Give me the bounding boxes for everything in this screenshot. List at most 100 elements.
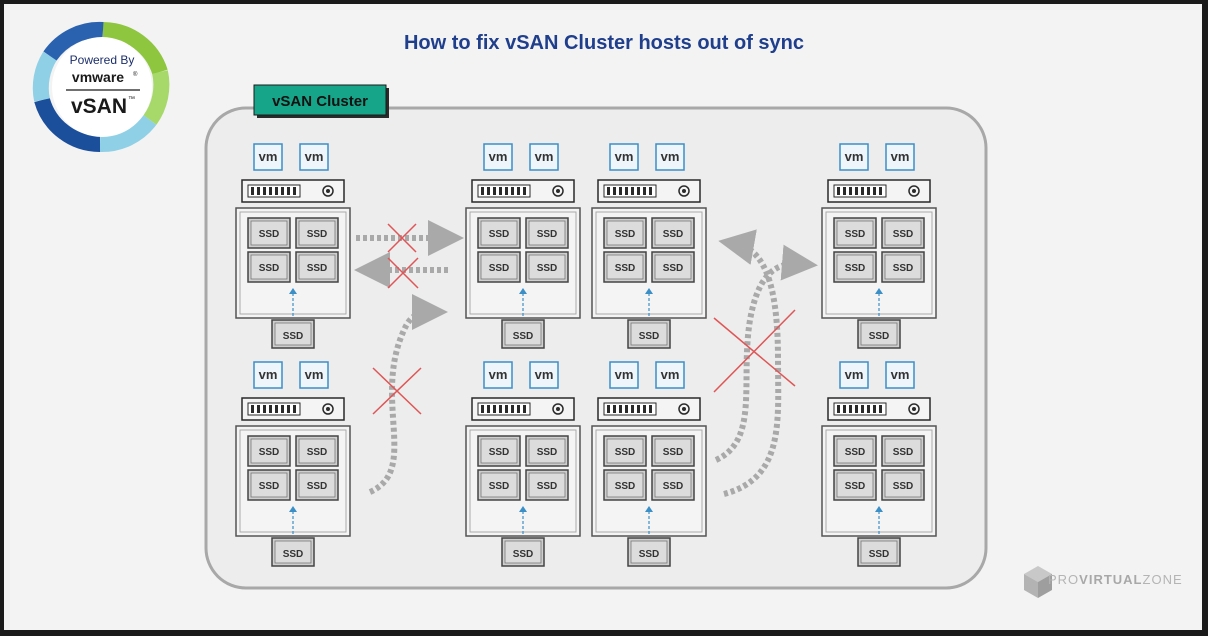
ssd-label: SSD (537, 447, 558, 458)
ssd-label: SSD (845, 229, 866, 240)
vm-label: vm (305, 149, 324, 164)
ssd-label: SSD (845, 481, 866, 492)
host-front-panel (827, 179, 931, 203)
capacity-ssd: SSD (833, 251, 877, 283)
ssd-label: SSD (845, 263, 866, 274)
cluster-boundary (204, 106, 988, 590)
ssd-label: SSD (259, 263, 280, 274)
vm-label: vm (535, 367, 554, 382)
capacity-ssd: SSD (881, 469, 925, 501)
ssd-label: SSD (639, 549, 660, 560)
vm-icon: vm (839, 361, 869, 389)
capacity-ssd: SSD (477, 469, 521, 501)
ssd-label: SSD (663, 229, 684, 240)
ssd-label: SSD (489, 263, 510, 274)
cache-ssd: SSD (627, 319, 671, 349)
vm-icon: vm (253, 361, 283, 389)
page-title: How to fix vSAN Cluster hosts out of syn… (403, 32, 805, 54)
ssd-label: SSD (489, 481, 510, 492)
ssd-label: SSD (663, 263, 684, 274)
capacity-ssd: SSD (881, 435, 925, 467)
capacity-ssd: SSD (833, 469, 877, 501)
cache-ssd: SSD (501, 537, 545, 567)
vm-icon: vm (885, 143, 915, 171)
ssd-label: SSD (893, 481, 914, 492)
badge-vendor: vmware (72, 69, 124, 85)
vm-label: vm (259, 149, 278, 164)
broken-links (372, 223, 796, 415)
cache-ssd: SSD (857, 537, 901, 567)
capacity-ssd: SSD (247, 251, 291, 283)
vm-label: vm (891, 367, 910, 382)
vm-label: vm (615, 149, 634, 164)
capacity-ssd: SSD (603, 469, 647, 501)
capacity-ssd: SSD (477, 251, 521, 283)
red-cross-icon (372, 367, 422, 415)
capacity-ssd: SSD (881, 251, 925, 283)
badge-ring-segment (99, 114, 157, 153)
capacity-ssd: SSD (525, 217, 569, 249)
vm-icon: vm (299, 143, 329, 171)
red-cross-icon (387, 223, 417, 253)
vm-label: vm (845, 367, 864, 382)
red-cross-icon (387, 257, 419, 289)
vm-label: vm (615, 367, 634, 382)
capacity-ssd: SSD (651, 251, 695, 283)
provirtualzone-brand: PROVIRTUALZONE (1048, 572, 1183, 587)
vm-label: vm (305, 367, 324, 382)
ssd-label: SSD (845, 447, 866, 458)
capacity-ssd: SSD (881, 217, 925, 249)
ssd-label: SSD (869, 549, 890, 560)
vm-label: vm (661, 149, 680, 164)
vm-label: vm (661, 367, 680, 382)
ssd-label: SSD (283, 549, 304, 560)
ssd-label: SSD (615, 229, 636, 240)
ssd-label: SSD (893, 229, 914, 240)
cache-ssd: SSD (857, 319, 901, 349)
cache-ssd: SSD (501, 319, 545, 349)
host-front-panel (241, 397, 345, 421)
host-front-panel (597, 179, 701, 203)
capacity-ssd: SSD (525, 435, 569, 467)
sync-arrow (718, 229, 782, 497)
badge-ring-segment (34, 97, 101, 153)
capacity-ssd: SSD (247, 469, 291, 501)
ssd-label: SSD (513, 331, 534, 342)
vsan-badge: Powered By vmware ® vSAN ™ (32, 21, 170, 153)
capacity-ssd: SSD (525, 469, 569, 501)
capacity-ssd: SSD (477, 435, 521, 467)
badge-product: vSAN (71, 95, 127, 118)
ssd-label: SSD (537, 263, 558, 274)
ssd-label: SSD (615, 447, 636, 458)
ssd-label: SSD (537, 481, 558, 492)
ssd-label: SSD (869, 331, 890, 342)
capacity-ssd: SSD (603, 251, 647, 283)
capacity-ssd: SSD (295, 217, 339, 249)
vm-label: vm (259, 367, 278, 382)
brand-post: ZONE (1142, 572, 1183, 587)
capacity-ssd: SSD (525, 251, 569, 283)
host-front-panel (241, 179, 345, 203)
ssd-label: SSD (615, 481, 636, 492)
vm-label: vm (891, 149, 910, 164)
ssd-label: SSD (259, 481, 280, 492)
host-front-panel (471, 179, 575, 203)
vm-icon: vm (483, 361, 513, 389)
vm-icon: vm (655, 361, 685, 389)
ssd-label: SSD (513, 549, 534, 560)
vm-icon: vm (483, 143, 513, 171)
badge-ring-segment (143, 70, 170, 125)
ssd-label: SSD (893, 263, 914, 274)
ssd-label: SSD (663, 481, 684, 492)
badge-vendor-mark: ® (133, 71, 138, 78)
ssd-label: SSD (283, 331, 304, 342)
ssd-label: SSD (307, 481, 328, 492)
ssd-label: SSD (537, 229, 558, 240)
